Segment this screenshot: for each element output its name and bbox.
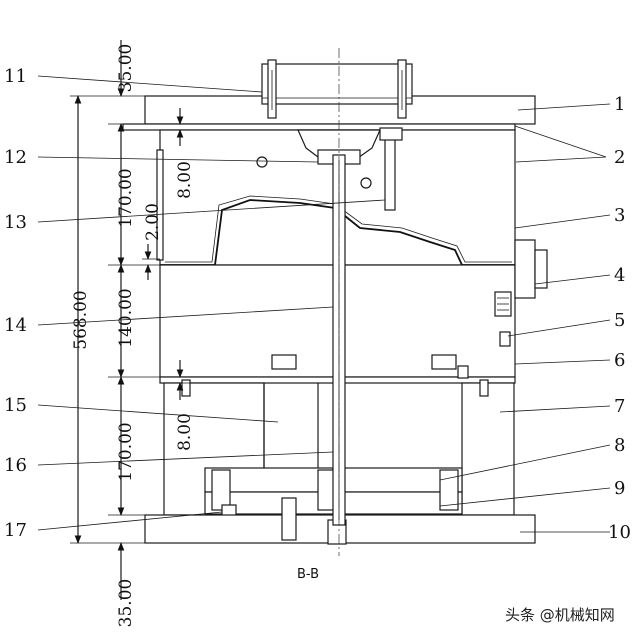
part-number-2: 2: [614, 147, 625, 168]
part-number-13: 13: [4, 212, 27, 233]
part-number-7: 7: [614, 396, 625, 417]
mold-body: [122, 48, 548, 556]
dim-middle: 140.00: [116, 288, 136, 347]
part-number-6: 6: [614, 350, 625, 371]
dimension-lines: [70, 40, 200, 600]
part-number-12: 12: [4, 147, 27, 168]
part-number-1: 1: [614, 94, 625, 115]
part-number-11: 11: [4, 66, 27, 87]
part-number-16: 16: [4, 455, 27, 476]
part-number-4: 4: [614, 265, 625, 286]
dim-upper-gap: 8.00: [175, 161, 195, 199]
part-number-15: 15: [4, 395, 27, 416]
part-number-14: 14: [4, 315, 27, 336]
side-lock: [514, 239, 536, 299]
stripper-plate: [122, 123, 516, 131]
parting-line: [160, 199, 515, 266]
dim-lower-clamp: 170.00: [116, 422, 136, 481]
dim-top-ext: 35.00: [116, 44, 136, 93]
guide-pin: [384, 129, 396, 211]
dim-upper-clamp: 170.00: [116, 168, 136, 227]
part-number-9: 9: [614, 478, 625, 499]
part-number-3: 3: [614, 205, 625, 226]
leader-lines: [37, 75, 611, 533]
part-number-8: 8: [614, 435, 625, 456]
part-number-10: 10: [608, 522, 631, 543]
dim-upper-step: 2.00: [143, 203, 163, 241]
part-number-5: 5: [614, 310, 625, 331]
dim-bottom-ext: 35.00: [116, 579, 136, 628]
watermark-text: 头条 @机械知网: [505, 606, 615, 624]
spacer-block-right: [461, 382, 515, 516]
dim-overall: 568.00: [71, 290, 91, 349]
locating-ring: [261, 63, 413, 105]
section-label: B-B: [297, 567, 319, 582]
dim-lower-gap: 8.00: [175, 413, 195, 451]
part-number-17: 17: [4, 520, 27, 541]
